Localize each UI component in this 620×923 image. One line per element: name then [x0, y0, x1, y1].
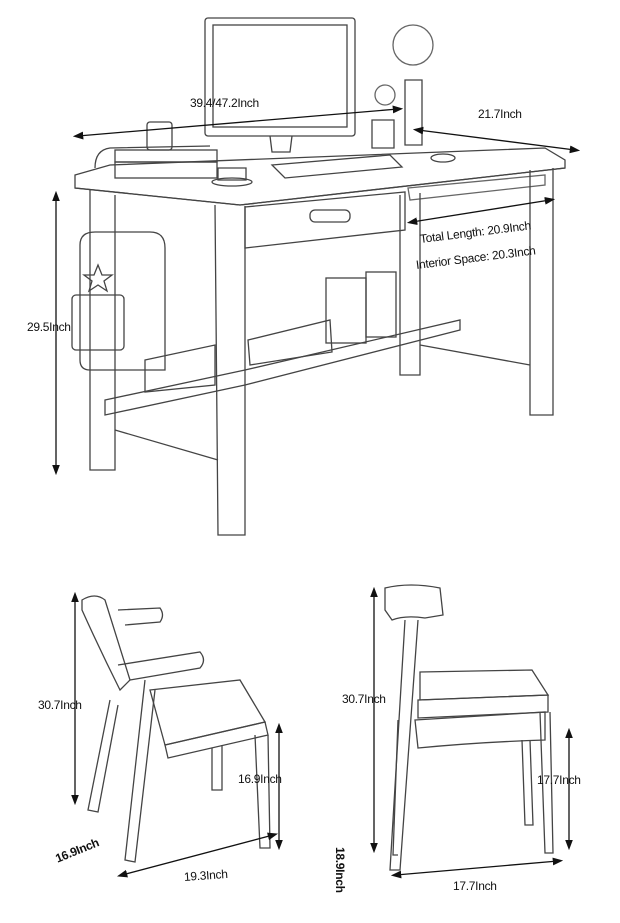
monitor: [204, 17, 356, 137]
armchair-drawing: [71, 591, 283, 878]
desk-height-label: 29.5Inch: [27, 320, 71, 334]
side-chair-drawing: [370, 584, 573, 879]
side-chair-height-label: 30.7Inch: [342, 692, 386, 706]
armchair-seat-height-label: 16.9Inch: [238, 772, 282, 786]
desk-leg: [214, 204, 246, 536]
backpack: [79, 231, 166, 371]
side-chair-seat-height-label: 17.7Inch: [537, 773, 581, 787]
side-chair-depth-label: 18.9Inch: [333, 847, 347, 893]
desk-leg: [529, 168, 554, 416]
desk-leg: [89, 190, 116, 471]
desk-drawing: [52, 17, 581, 536]
armchair-height-label: 30.7Inch: [38, 698, 82, 712]
desk-width-label: 39.4/47.2Inch: [190, 96, 259, 110]
desk-leg: [399, 193, 421, 376]
desk-shelf: [104, 319, 461, 416]
vase: [404, 79, 423, 146]
side-chair-width-label: 17.7Inch: [453, 879, 497, 893]
desk-depth-label: 21.7Inch: [478, 107, 522, 121]
